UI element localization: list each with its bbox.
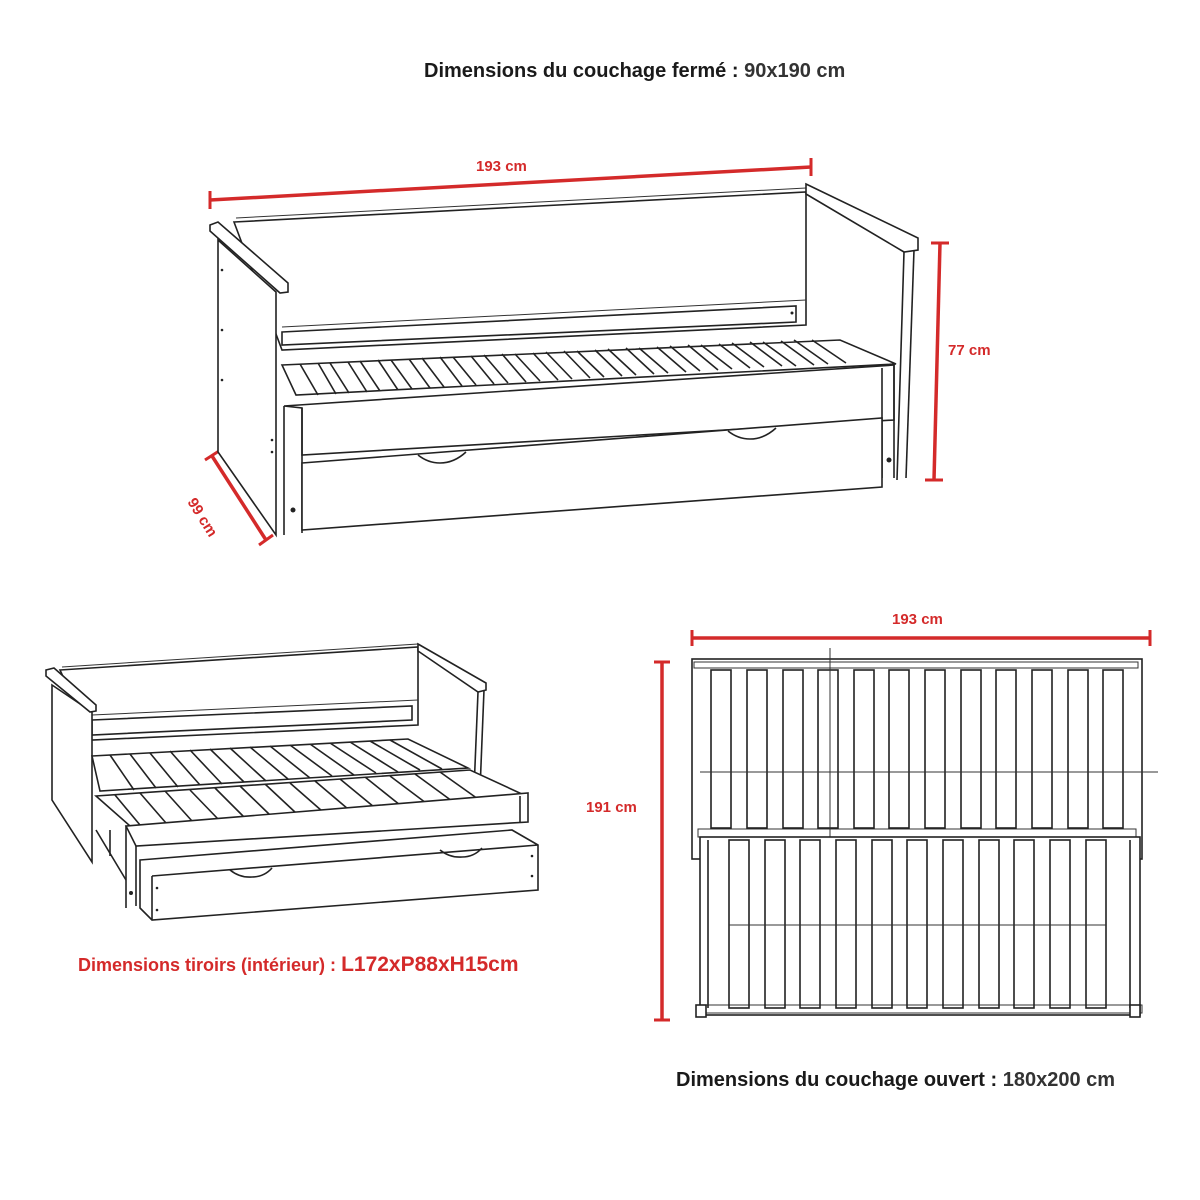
width-dimension-line bbox=[208, 158, 813, 209]
drawer-dimensions-value: L172xP88xH15cm bbox=[341, 953, 519, 976]
slats-lower bbox=[114, 771, 479, 826]
open-dimensions-value: 180x200 cm bbox=[1002, 1069, 1116, 1091]
closed-dimensions-title: Dimensions du couchage fermé : 90x190 cm bbox=[424, 60, 845, 83]
depth-dimension-line bbox=[204, 449, 274, 547]
open-daybed-drawing bbox=[45, 642, 539, 921]
slats bbox=[299, 339, 847, 396]
closed-width-label: 193 cm bbox=[476, 158, 527, 175]
drawer-dimensions-title: Dimensions tiroirs (intérieur) : L172xP8… bbox=[78, 953, 519, 977]
open-dimensions-label: Dimensions du couchage ouvert : bbox=[676, 1069, 998, 1091]
drawer-dimensions-label: Dimensions tiroirs (intérieur) : bbox=[78, 955, 337, 975]
open-depth-label: 191 cm bbox=[586, 799, 637, 816]
top-view-drawing bbox=[654, 630, 1158, 1022]
closed-height-label: 77 cm bbox=[948, 342, 991, 359]
slats-upper bbox=[109, 739, 443, 791]
open-dimensions-title: Dimensions du couchage ouvert : 180x200 … bbox=[676, 1069, 1115, 1092]
closed-dimensions-value: 90x190 cm bbox=[744, 60, 846, 82]
open-width-label: 193 cm bbox=[892, 611, 943, 628]
height-dimension-line bbox=[925, 241, 949, 482]
closed-dimensions-label: Dimensions du couchage fermé : bbox=[424, 60, 739, 82]
